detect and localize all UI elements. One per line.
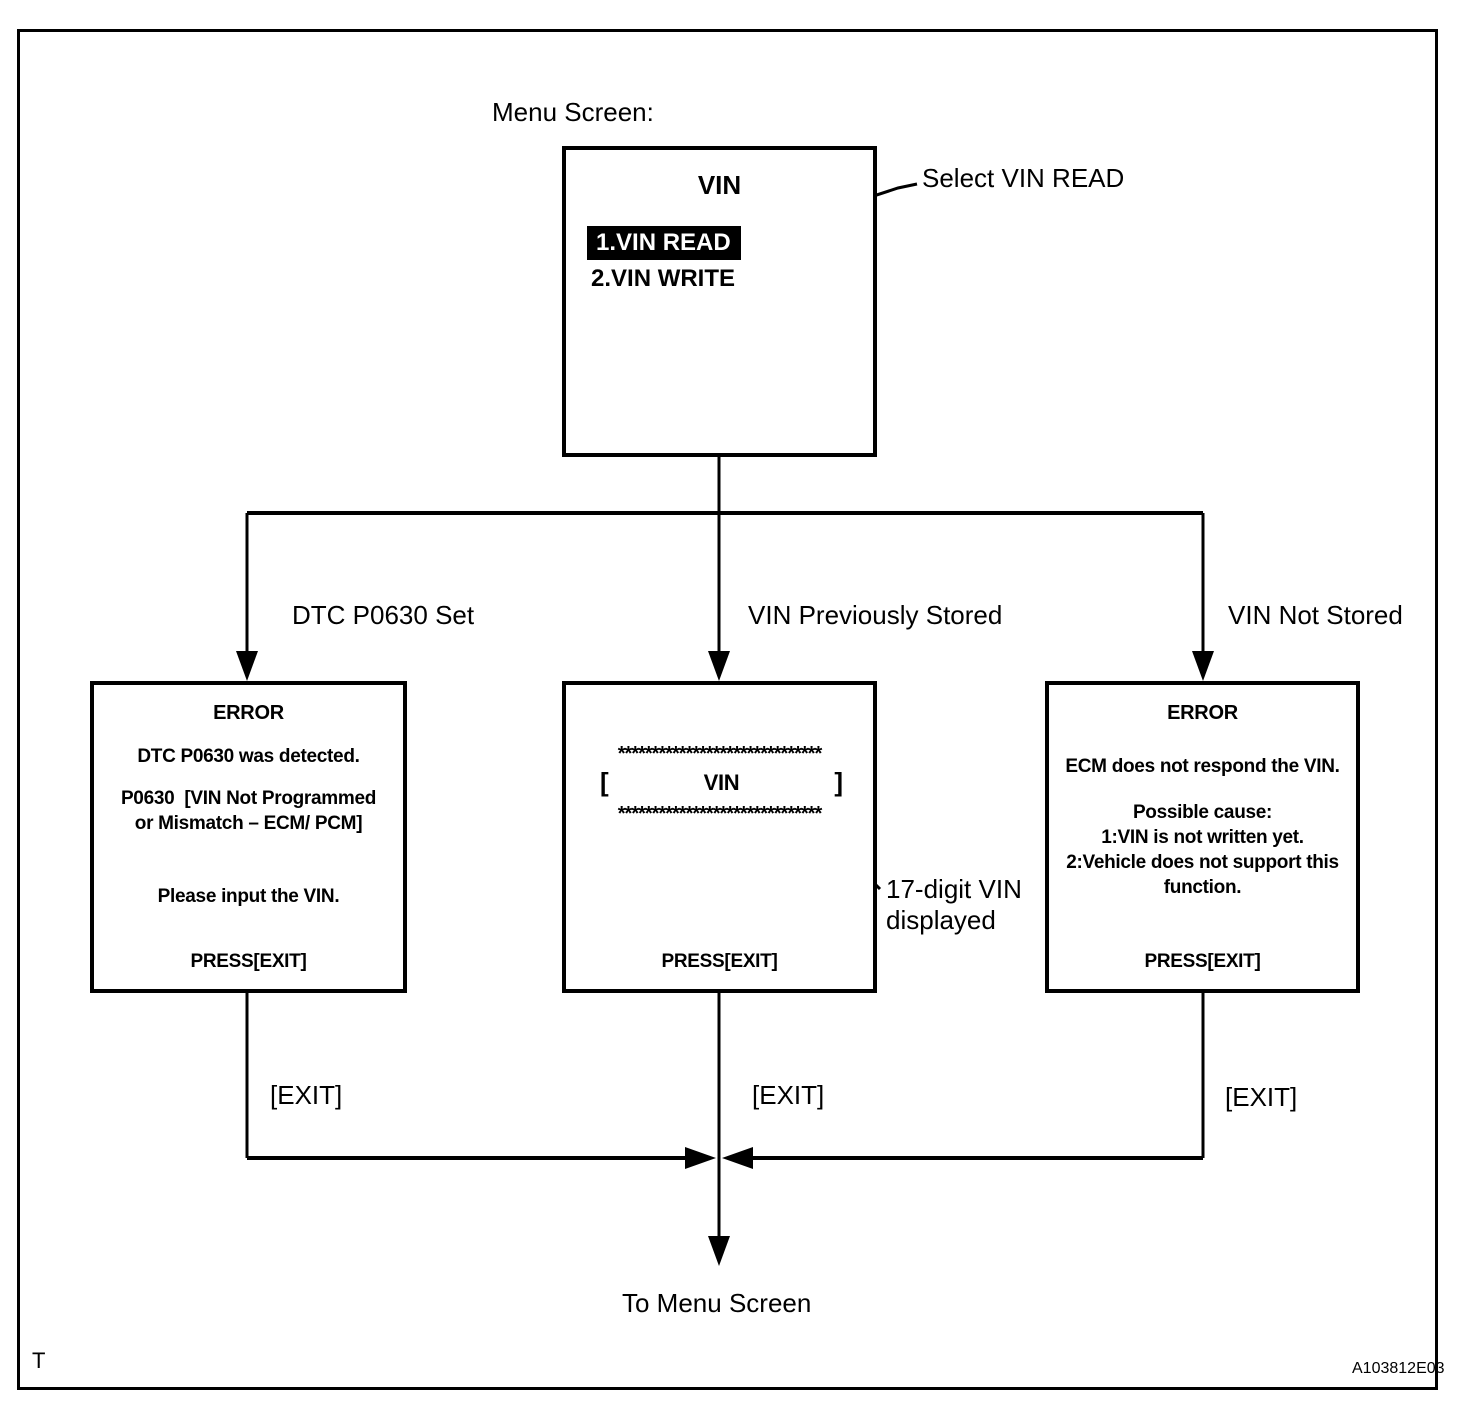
vin-digits-callout-line1: 17-digit VIN [886, 874, 1022, 904]
figure-code: A103812E03 [1352, 1360, 1445, 1377]
ecm-error-line3: 1:VIN is not written yet. [1101, 827, 1304, 848]
ecm-error-line4: 2:Vehicle does not support this [1066, 852, 1339, 873]
vin-press-exit: PRESS[EXIT] [661, 951, 778, 972]
dtc-error-title: ERROR [213, 702, 284, 724]
menu-item-vin-write[interactable]: 2.VIN WRITE [591, 265, 736, 292]
to-menu-screen-label: To Menu Screen [622, 1288, 812, 1318]
menu-item-vin-read[interactable]: 1.VIN READ [587, 226, 741, 260]
menu-screen-title: VIN [697, 170, 742, 200]
exit-label-middle: [EXIT] [752, 1080, 825, 1110]
vin-field-label: VIN [703, 769, 740, 795]
exit-label-right: [EXIT] [1225, 1082, 1298, 1112]
dtc-error-press-exit: PRESS[EXIT] [190, 951, 307, 972]
vin-bracket-open: [ [600, 767, 609, 797]
ecm-error-line5: function. [1163, 877, 1242, 898]
menu-screen-heading: Menu Screen: [492, 97, 654, 127]
vin-display-screen-box: ****************************** [ VIN ] *… [562, 681, 877, 993]
vin-digits-callout: 17-digit VIN displayed [886, 874, 1022, 936]
ecm-error-press-exit: PRESS[EXIT] [1144, 951, 1261, 972]
vin-stars-bottom: ****************************** [617, 803, 823, 825]
dtc-error-screen-box: ERROR DTC P0630 was detected. P0630 [VIN… [90, 681, 407, 993]
dtc-error-line4: Please input the VIN. [157, 886, 340, 907]
exit-label-left: [EXIT] [270, 1080, 343, 1110]
page-corner-mark: T [32, 1348, 46, 1373]
dtc-error-line2: P0630 [VIN Not Programmed [120, 788, 377, 809]
dtc-error-line1: DTC P0630 was detected. [137, 746, 360, 767]
ecm-error-line2: Possible cause: [1132, 802, 1273, 823]
vin-digits-callout-line2: displayed [886, 905, 996, 935]
ecm-error-title: ERROR [1167, 702, 1238, 724]
select-vin-read-callout: Select VIN READ [922, 163, 1125, 193]
branch-label-vin-stored: VIN Previously Stored [748, 600, 1003, 630]
vin-bracket-close: ] [834, 767, 843, 797]
branch-label-vin-not-stored: VIN Not Stored [1228, 600, 1403, 630]
branch-label-dtc-set: DTC P0630 Set [292, 600, 475, 630]
dtc-error-line3: or Mismatch – ECM/ PCM] [134, 813, 363, 834]
figure-border [17, 29, 1438, 1390]
ecm-error-line1: ECM does not respond the VIN. [1065, 756, 1340, 777]
vin-bracket-row: [ VIN ] [600, 767, 843, 798]
vin-stars-top: ****************************** [617, 743, 823, 765]
menu-screen-box: VIN 1.VIN READ 2.VIN WRITE [562, 146, 877, 457]
ecm-error-screen-box: ERROR ECM does not respond the VIN. Poss… [1045, 681, 1360, 993]
